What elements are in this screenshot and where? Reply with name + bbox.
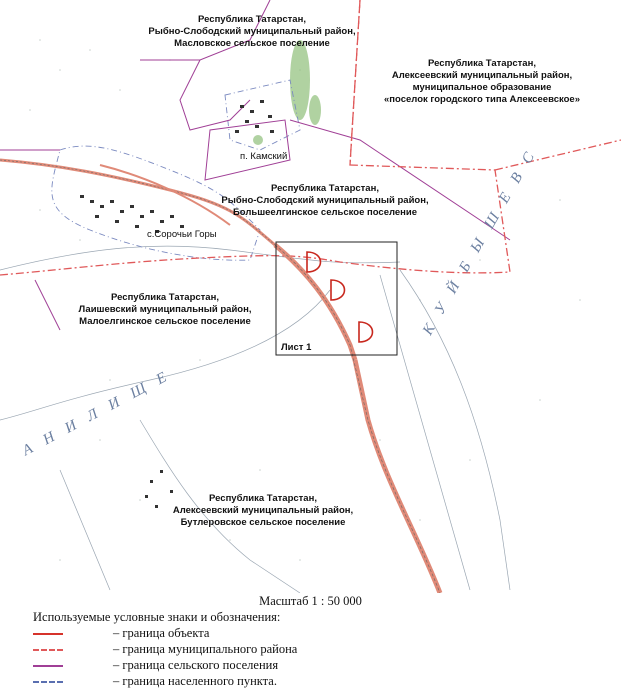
legend-title: Используемые условные знаки и обозначени… [33, 610, 281, 624]
region-line: Масловское сельское поселение [174, 38, 330, 49]
region-line: Республика Татарстан, [198, 14, 306, 25]
region-label-alekseevskoe-town: Республика Татарстан, Алексеевский муниц… [362, 58, 602, 106]
legend-text: – граница сельского поселения [113, 658, 279, 672]
region-line: Алексеевский муниципальный район, [391, 70, 573, 81]
region-line: Лаишевский муниципальный район, [78, 304, 252, 315]
region-label-butlerovskoe: Республика Татарстан, Алексеевский муниц… [158, 493, 368, 529]
legend-item-district: – граница муниципального района [33, 642, 433, 658]
region-line: Республика Татарстан, [271, 183, 379, 194]
region-line: «поселок городского типа Алексеевское» [384, 94, 580, 105]
object-boundaries [306, 251, 374, 343]
sheet-frame [275, 241, 398, 356]
scale-label: Масштаб 1 : 50 000 [259, 594, 362, 608]
region-line: Большеелгинское сельское поселение [232, 207, 418, 218]
legend-item-settlement: – граница населенного пункта. [33, 674, 433, 690]
road [0, 158, 443, 594]
region-label-bolsheelginskoe: Республика Татарстан, Рыбно-Слободский м… [210, 183, 440, 219]
settlement-boundaries [51, 79, 301, 261]
legend-symbol-object [33, 633, 63, 635]
legend-symbol-rural [33, 665, 63, 667]
legend-item-rural: – граница сельского поселения [33, 658, 433, 674]
legend-symbol-district [33, 649, 63, 651]
rural-boundaries [0, 0, 511, 331]
legend-text: – граница объекта [113, 626, 210, 640]
shoreline-lines [0, 245, 511, 594]
region-line: Малоелгинское сельское поселение [79, 316, 251, 327]
district-boundaries [0, 0, 621, 276]
sheet-label: Лист 1 [281, 342, 312, 353]
region-line: Республика Татарстан, [209, 493, 317, 504]
region-label-maloelginskoe: Республика Татарстан, Лаишевский муницип… [60, 292, 270, 328]
region-line: Рыбно-Слободский муниципальный район, [221, 195, 429, 206]
region-line: Республика Татарстан, [428, 58, 536, 69]
village-buildings [80, 100, 274, 508]
map-drawing [0, 0, 621, 594]
region-line: муниципальное образование [412, 82, 552, 93]
settlement-sorochi-gory: с.Сорочьи Горы [147, 229, 217, 240]
region-line: Рыбно-Слободский муниципальный район, [148, 26, 356, 37]
region-label-maslovskoe: Республика Татарстан, Рыбно-Слободский м… [147, 14, 357, 50]
region-line: Республика Татарстан, [111, 292, 219, 303]
legend-symbol-settlement [33, 681, 63, 683]
legend-item-object: – граница объекта [33, 626, 433, 642]
region-line: Бутлеровское сельское поселение [180, 517, 346, 528]
settlement-kamsky: п. Камский [240, 151, 288, 162]
legend-text: – граница муниципального района [113, 642, 298, 656]
region-line: Алексеевский муниципальный район, [172, 505, 354, 516]
legend-text: – граница населенного пункта. [113, 674, 277, 688]
map-canvas: Республика Татарстан, Рыбно-Слободский м… [0, 0, 621, 594]
vegetation [253, 40, 321, 145]
